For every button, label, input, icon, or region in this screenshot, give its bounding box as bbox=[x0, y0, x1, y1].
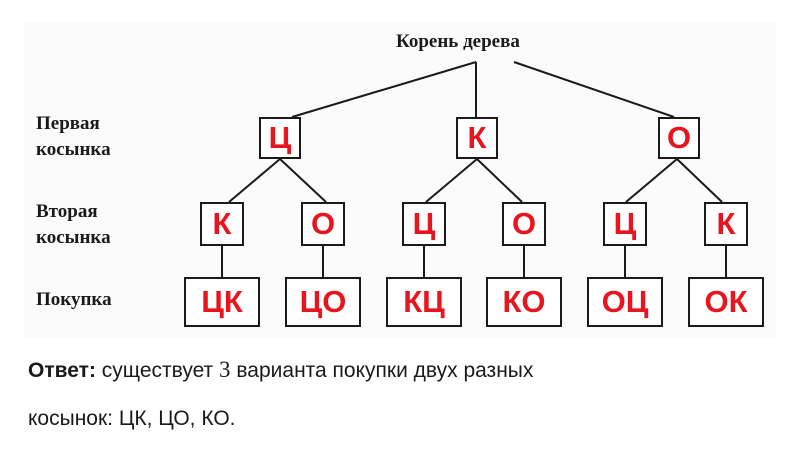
answer-number: 3 bbox=[219, 357, 231, 382]
row-label-purchase: Покупка bbox=[36, 289, 112, 310]
edge-root-l1-0 bbox=[291, 61, 477, 118]
edge-l1-0-l2-1 bbox=[279, 158, 327, 203]
tree-diagram: Корень дерева Первая косынка Вторая косы… bbox=[24, 22, 776, 338]
answer-line-2: косынок: ЦК, ЦО, КО. bbox=[28, 407, 236, 430]
purchase-node: ОК bbox=[688, 277, 764, 327]
level1-node: О bbox=[658, 117, 700, 159]
answer-label: Ответ: bbox=[28, 359, 96, 382]
level2-node: К bbox=[200, 202, 244, 246]
answer-text-part2: варианта покупки двух разных bbox=[236, 359, 534, 382]
answer-line-1: Ответ: существует 3 варианта покупки дву… bbox=[28, 346, 728, 395]
edge-l1-0-l2-0 bbox=[228, 158, 281, 203]
purchase-node: ЦК bbox=[184, 277, 260, 327]
level1-node: Ц bbox=[259, 117, 301, 159]
edge-root-l1-2 bbox=[513, 61, 675, 118]
answer-text-part1: существует bbox=[101, 359, 214, 382]
edge-l1-1-l2-3 bbox=[476, 158, 523, 203]
level2-node: О bbox=[502, 202, 546, 246]
level2-node: О bbox=[301, 202, 345, 246]
purchase-node: КО bbox=[486, 277, 562, 327]
level1-node: К bbox=[456, 117, 498, 159]
row-label-first-2: косынка bbox=[36, 139, 111, 160]
edge-l1-1-l2-2 bbox=[425, 158, 478, 203]
purchase-node: КЦ bbox=[386, 277, 462, 327]
edge-l1-2-l2-4 bbox=[625, 158, 678, 203]
edge-l1-2-l2-5 bbox=[676, 158, 723, 203]
purchase-node: ОЦ bbox=[587, 277, 663, 327]
row-label-first-1: Первая bbox=[36, 113, 100, 134]
answer-text: Ответ: существует 3 варианта покупки дву… bbox=[28, 346, 728, 443]
row-label-second-1: Вторая bbox=[36, 201, 98, 222]
row-label-second-2: косынка bbox=[36, 227, 111, 248]
level2-node: Ц bbox=[603, 202, 647, 246]
level2-node: К bbox=[704, 202, 748, 246]
tree-connector-lines bbox=[221, 61, 727, 277]
level2-node: Ц bbox=[402, 202, 446, 246]
root-label: Корень дерева bbox=[396, 31, 520, 52]
purchase-node: ЦО bbox=[285, 277, 361, 327]
